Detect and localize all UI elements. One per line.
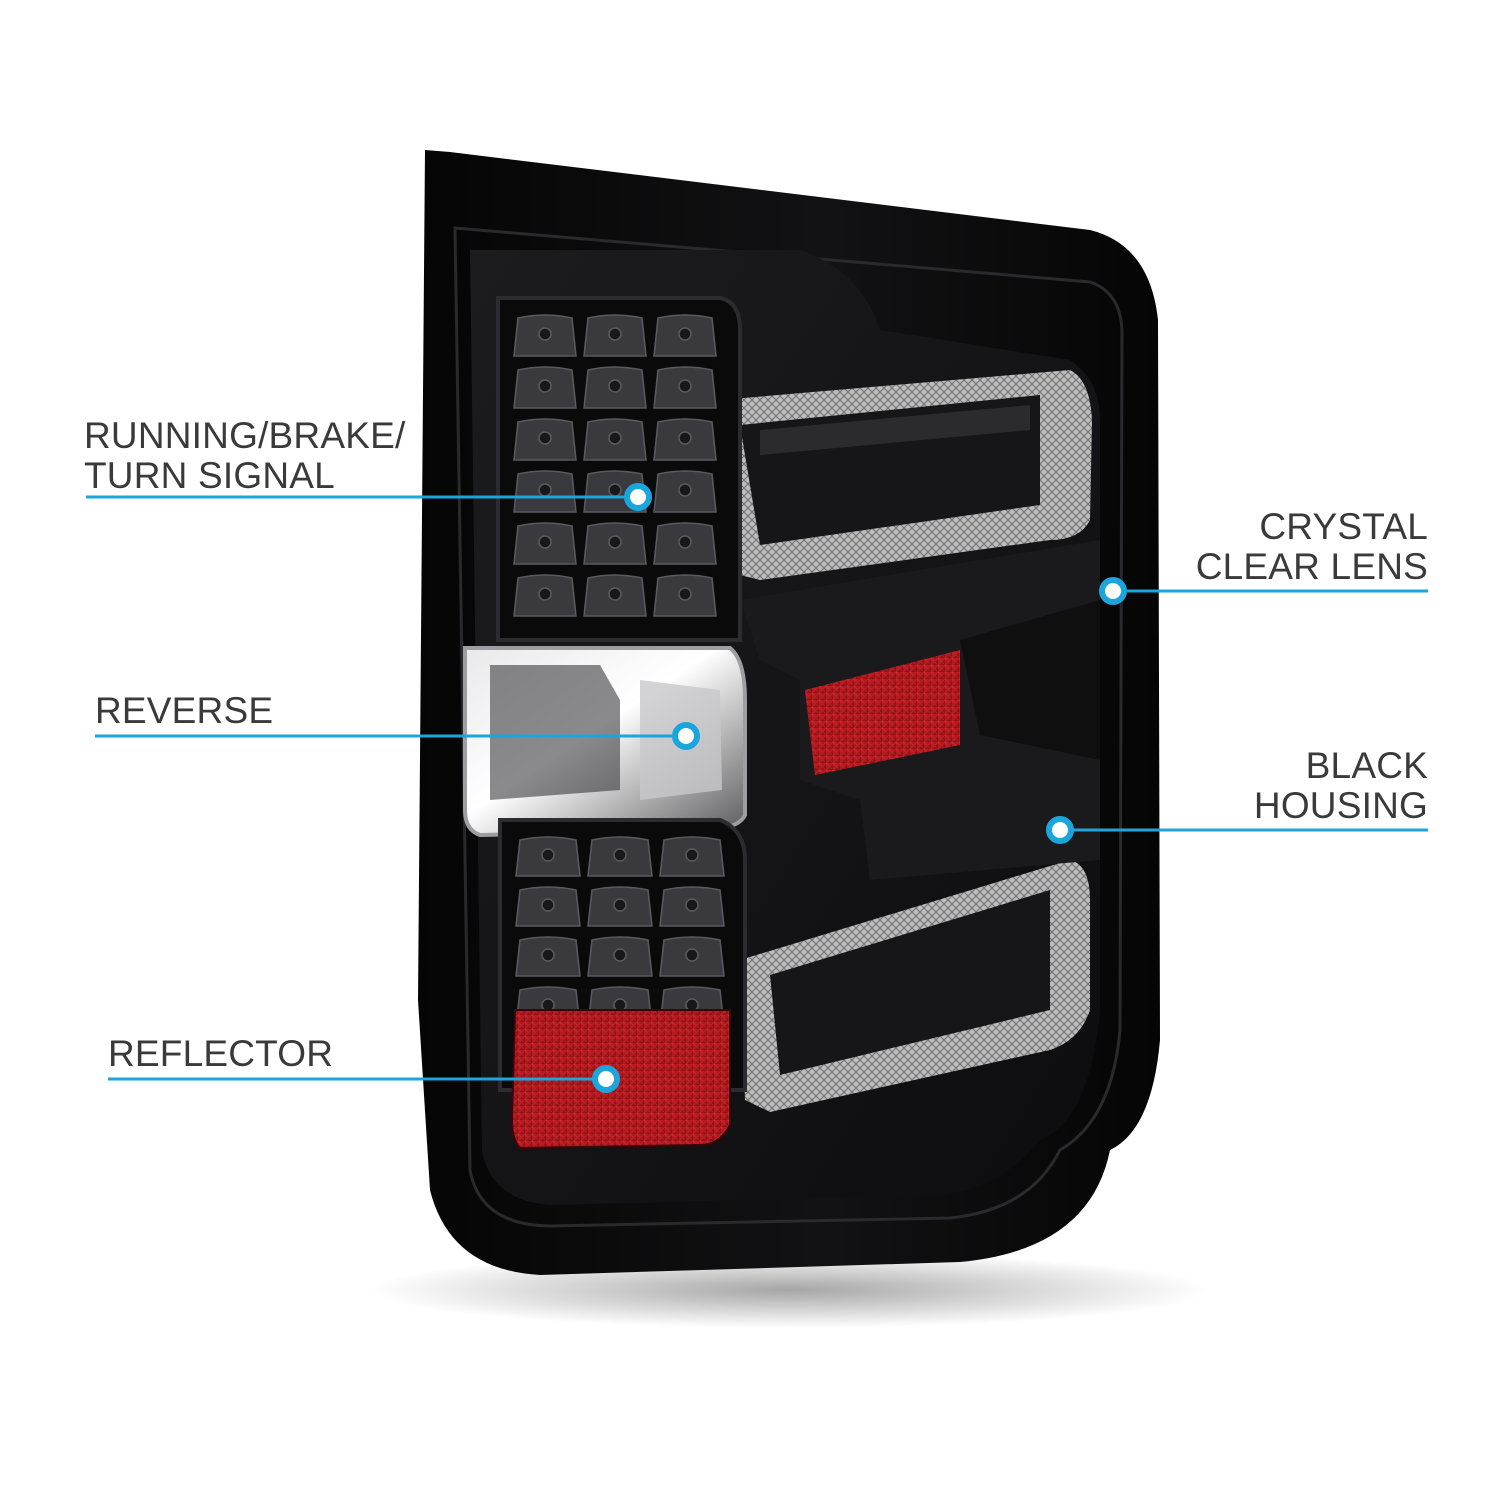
label-reflector: REFLECTOR [108, 1034, 333, 1074]
label-running-brake-turn: RUNNING/BRAKE/ TURN SIGNAL [84, 416, 405, 496]
led-diode [541, 848, 555, 862]
led-diode [608, 535, 622, 549]
label-line: HOUSING [1253, 785, 1428, 826]
callout-dot-crystal-clear-lens [1099, 577, 1127, 605]
label-line: CRYSTAL [1259, 506, 1428, 547]
led-diode [538, 587, 552, 601]
callout-dot-reverse [672, 722, 700, 750]
led-diode [678, 587, 692, 601]
label-line: RUNNING/BRAKE/ [84, 415, 406, 456]
led-diode [685, 948, 699, 962]
label-line: REFLECTOR [108, 1033, 334, 1074]
led-diode [613, 948, 627, 962]
led-diode [613, 898, 627, 912]
upper-led-cluster [496, 296, 742, 642]
callout-dot-running-brake-turn [624, 483, 652, 511]
led-diode [538, 379, 552, 393]
led-diode [678, 483, 692, 497]
led-diode [613, 848, 627, 862]
led-diode [608, 587, 622, 601]
bottom-red-reflector [510, 1009, 731, 1150]
led-diode [608, 379, 622, 393]
label-crystal-clear-lens: CRYSTAL CLEAR LENS [1196, 507, 1428, 587]
side-red-reflector [805, 650, 960, 775]
led-diode [541, 948, 555, 962]
led-diode [678, 379, 692, 393]
led-diode [678, 535, 692, 549]
led-diode [685, 898, 699, 912]
label-line: REVERSE [95, 690, 274, 731]
led-diode [608, 431, 622, 445]
led-diode [538, 327, 552, 341]
label-line: BLACK [1305, 745, 1428, 786]
label-reverse: REVERSE [95, 691, 273, 731]
led-diode [541, 898, 555, 912]
callout-dot-reflector [592, 1065, 620, 1093]
label-line: CLEAR LENS [1195, 546, 1428, 587]
label-black-housing: BLACK HOUSING [1254, 746, 1428, 826]
led-diode [685, 848, 699, 862]
callout-dot-black-housing [1046, 816, 1074, 844]
led-diode [538, 431, 552, 445]
led-diode [538, 535, 552, 549]
led-diode [678, 431, 692, 445]
led-diode [678, 327, 692, 341]
label-line: TURN SIGNAL [84, 455, 335, 496]
led-diode [608, 327, 622, 341]
